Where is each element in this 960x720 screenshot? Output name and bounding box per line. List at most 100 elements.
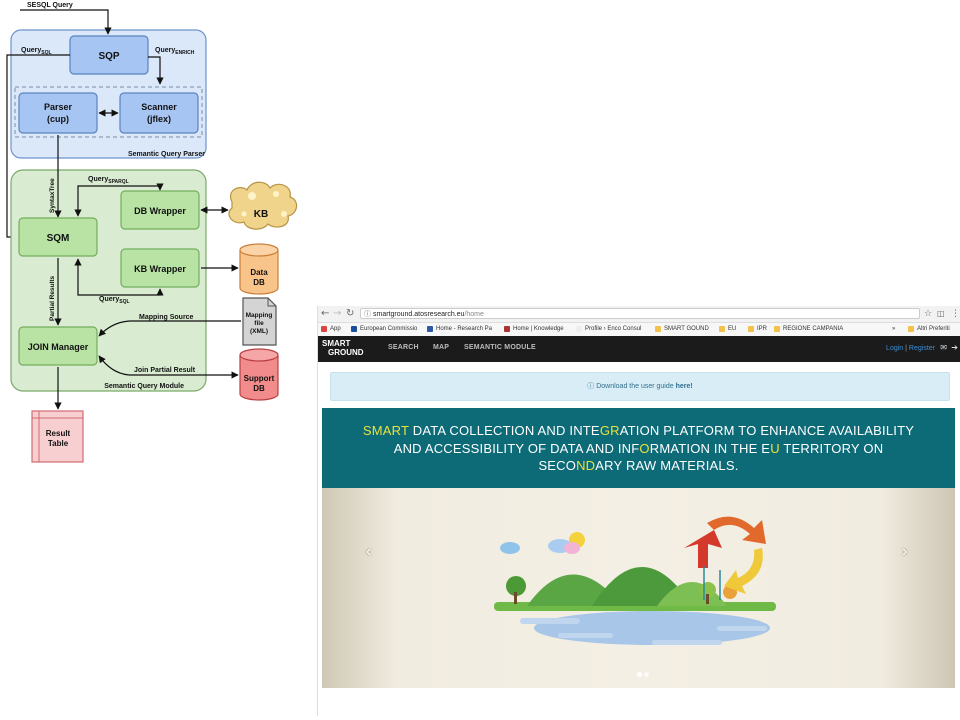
bookmark-item[interactable]: IPR [748, 326, 767, 332]
alert-text: Download the user guide [596, 383, 674, 390]
mapping-file-label-3: (XML) [250, 328, 268, 335]
bookmark-icon [655, 326, 661, 332]
data-db-cylinder [239, 243, 279, 295]
scanner-label-2: (jflex) [147, 114, 171, 124]
support-db-label-2: DB [253, 384, 265, 393]
bookmark-item[interactable]: REGIONE CAMPANIA [774, 326, 843, 332]
folder-icon [908, 326, 914, 332]
sqp-label: SQP [98, 51, 119, 62]
data-db-label-2: DB [253, 278, 265, 287]
bookmark-item[interactable]: SMART GOUND [655, 326, 709, 332]
hero-carousel: ‹ › [322, 488, 955, 688]
carousel-dot[interactable] [637, 672, 642, 677]
scanner-box [119, 92, 199, 134]
result-table-label-1: Result [46, 429, 71, 438]
kb-label: KB [254, 209, 268, 220]
alert-link[interactable]: here! [675, 383, 693, 390]
bookmark-item[interactable]: App [321, 326, 341, 332]
join-manager-box [18, 326, 98, 366]
carousel-dot[interactable] [644, 672, 649, 677]
bookmark-label: SMART GOUND [664, 326, 709, 332]
back-icon[interactable]: ← [321, 308, 330, 319]
other-bookmarks[interactable]: Altri Preferiti [908, 326, 950, 332]
banner-highlight: SMART [362, 423, 409, 438]
info-circle-icon: ⓘ [587, 383, 595, 390]
support-db-label-1: Support [244, 374, 275, 383]
address-bar: ← → ↻ ⓘ smartground.atosresearch.eu/home… [318, 306, 960, 323]
bookmark-icon [427, 326, 433, 332]
headline-banner: SMART DATA COLLECTION AND INTEGRATION PL… [322, 408, 955, 488]
bookmark-icon [576, 326, 582, 332]
carousel-next-icon[interactable]: › [902, 543, 908, 560]
sqm-label: SQM [47, 233, 70, 244]
partial-results-label: Partial Results [49, 275, 56, 321]
nav-semantic-module[interactable]: SEMANTIC MODULE [464, 344, 536, 351]
other-bookmarks-label: Altri Preferiti [917, 326, 950, 332]
module-group-label: Semantic Query Module [104, 383, 184, 390]
landscape-illustration [494, 516, 776, 645]
nav-map[interactable]: MAP [433, 344, 450, 351]
star-icon[interactable]: ☆ [924, 309, 933, 319]
exit-icon[interactable]: ➔ [951, 343, 958, 352]
bookmark-icon [351, 326, 357, 332]
bookmark-label: Home - Research Pa [436, 326, 493, 332]
mapping-file-doc [242, 297, 277, 346]
data-db-label-1: Data [250, 268, 268, 277]
reload-icon[interactable]: ↻ [346, 308, 355, 319]
db-wrapper-label: DB Wrapper [134, 206, 186, 216]
login-register: Login | Register [886, 345, 935, 352]
kb-cloud [228, 181, 298, 230]
sesql-query-label: SESQL Query [27, 2, 73, 9]
nav-search[interactable]: SEARCH [388, 344, 419, 351]
sqm-box [18, 217, 98, 257]
parser-group-label: Semantic Query Parser [128, 151, 205, 158]
smartground-logo[interactable]: SMART GROUND [322, 339, 378, 359]
url-field[interactable]: ⓘ smartground.atosresearch.eu/home [360, 308, 920, 319]
banner-text-part: RMATION IN THE E [649, 440, 771, 456]
carousel-indicators [636, 664, 650, 682]
carousel-prev-icon[interactable]: ‹ [366, 543, 372, 560]
query-enrich-label: QueryENRICH [155, 47, 195, 56]
parser-label-1: Parser [44, 102, 73, 112]
bookmark-label: REGIONE CAMPANIA [783, 326, 844, 332]
forward-icon[interactable]: → [333, 308, 342, 319]
bookmark-item[interactable]: European Commissio [351, 326, 417, 332]
query-sparql-label: QuerySPARQL [88, 176, 129, 185]
bookmark-label: European Commissio [360, 326, 418, 332]
bookmark-item[interactable]: EU [719, 326, 736, 332]
result-table [31, 410, 84, 463]
menu-icon[interactable]: ⋮ [951, 309, 960, 319]
url-host: smartground.atosresearch.eu [373, 311, 465, 318]
bookmark-icon [774, 326, 780, 332]
bookmark-item[interactable]: Home - Research Pa [427, 326, 492, 332]
register-link[interactable]: Register [908, 345, 935, 352]
browser-window: ← → ↻ ⓘ smartground.atosresearch.eu/home… [317, 306, 960, 716]
banner-text-part: ATION PLATFORM TO ENHANCE AVAILABILITY A… [393, 423, 915, 456]
bookmark-item[interactable]: Home | Knowledge [504, 326, 564, 332]
logo-line-1: SMART [322, 339, 351, 348]
bookmark-icon [504, 326, 510, 332]
banner-text-part: DATA COLLECTION AND INTE [408, 423, 600, 438]
support-db-cylinder [239, 348, 279, 401]
result-table-label-2: Table [48, 439, 69, 448]
bookmark-icon [748, 326, 754, 332]
bookmark-label: App [330, 326, 341, 332]
info-icon[interactable]: ⓘ [364, 311, 371, 318]
query-sql-left-label: QuerySQL [21, 47, 52, 56]
bookmark-label: Profile › Enco Consul [585, 326, 642, 332]
parser-scanner-frame [14, 86, 203, 138]
login-link[interactable]: Login [886, 345, 904, 352]
url-path: /home [464, 311, 484, 318]
bookmark-label: EU [728, 326, 737, 332]
bookmark-icon [719, 326, 725, 332]
bookmarks-more-icon[interactable]: » [892, 326, 896, 332]
extension-icon[interactable]: ◫ [937, 309, 945, 318]
join-manager-label: JOIN Manager [28, 342, 89, 352]
bookmark-icon [321, 326, 327, 332]
mail-icon[interactable]: ✉ [940, 343, 947, 352]
bookmark-item[interactable]: Profile › Enco Consul [576, 326, 641, 332]
mapping-file-label-1: Mapping [246, 312, 273, 319]
kb-wrapper-label: KB Wrapper [134, 264, 186, 274]
banner-highlight: O [639, 440, 650, 456]
banner-highlight: GR [599, 423, 620, 438]
